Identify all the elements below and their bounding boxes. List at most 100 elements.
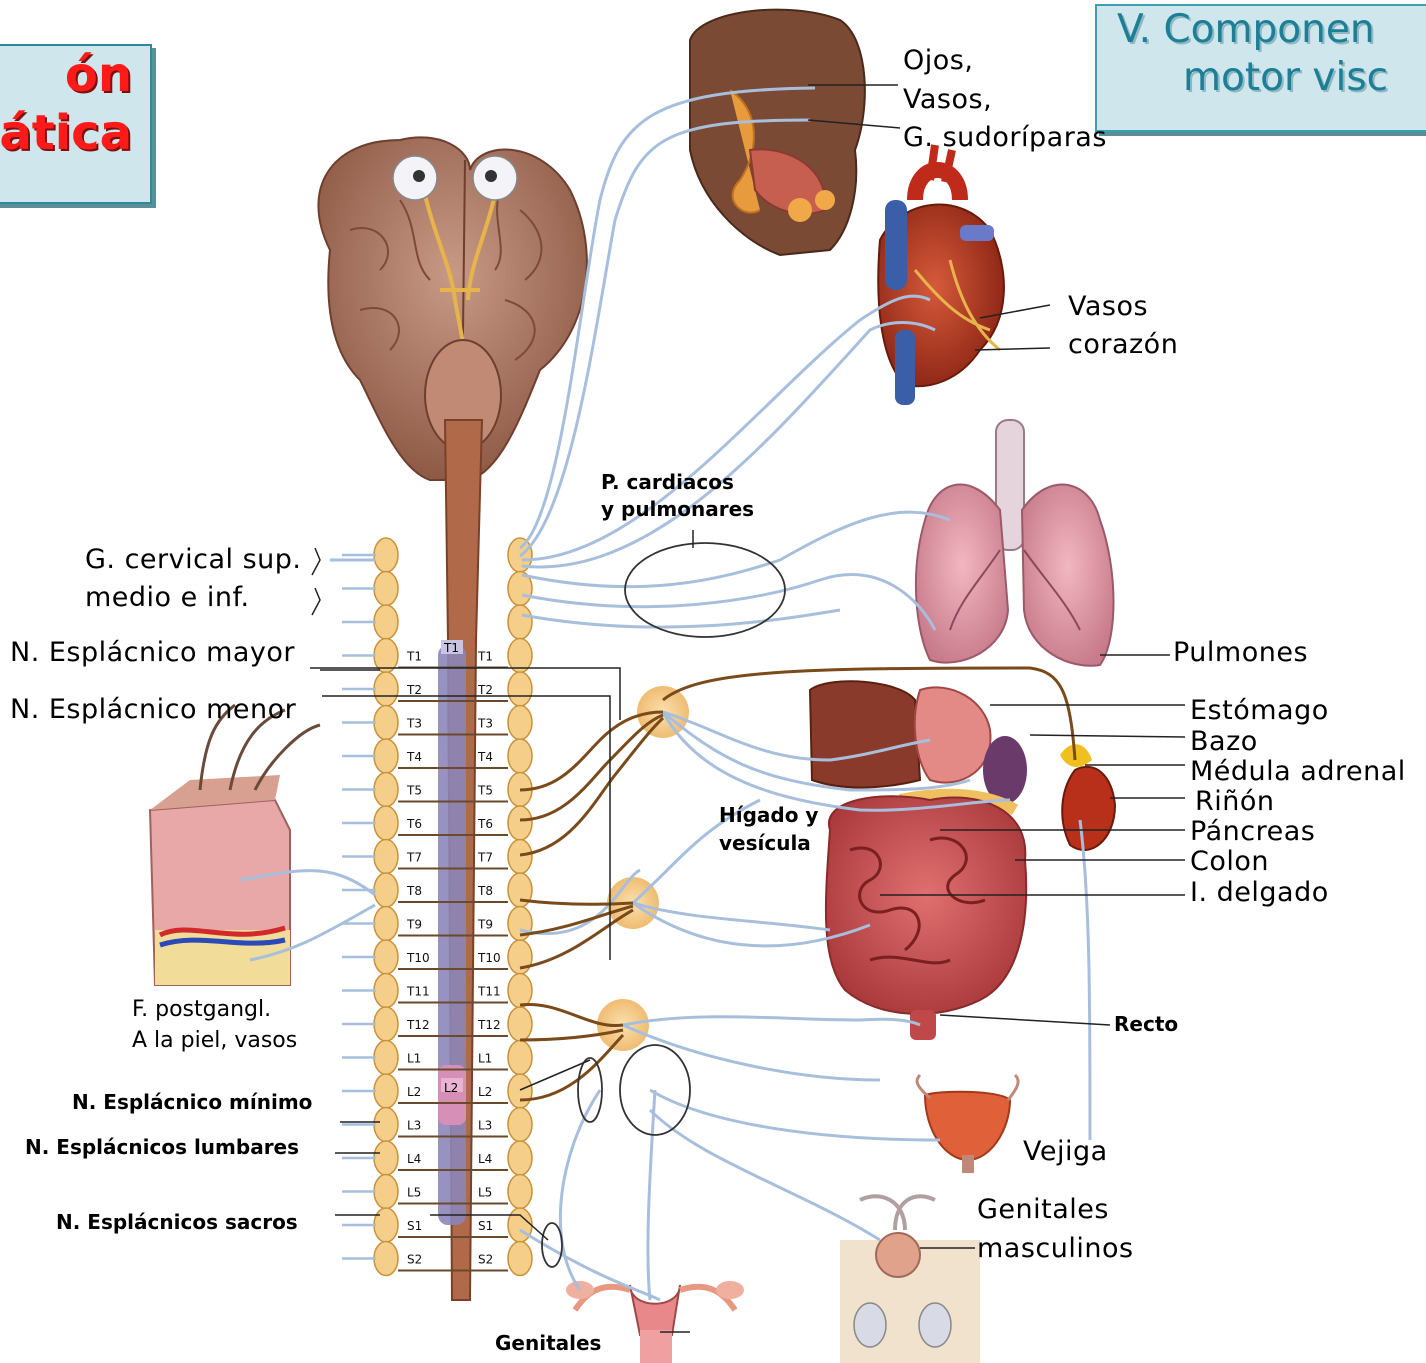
right-segment-label: T3	[477, 717, 493, 731]
left-segment-label: T5	[406, 784, 422, 798]
left-segment-label: L1	[407, 1052, 421, 1066]
label-p-cardiacos-2: y pulmonares	[601, 497, 754, 521]
right-chain-ganglion	[508, 739, 532, 773]
heart-illustration	[878, 145, 1004, 405]
right-chain-ganglion	[508, 1041, 532, 1075]
left-chain-ganglion	[374, 1108, 398, 1142]
left-segment-label: L4	[407, 1152, 421, 1166]
label-vasos-corazon-1: Vasos	[1068, 291, 1148, 322]
left-chain-ganglion	[374, 873, 398, 907]
right-chain-ganglion	[508, 605, 532, 639]
left-segment-label: T11	[406, 985, 430, 999]
left-segment-label: T7	[406, 851, 422, 865]
label-n-esplacnico-minimo: N. Esplácnico mínimo	[72, 1090, 312, 1114]
left-chain-ganglion	[374, 940, 398, 974]
right-chain-ganglion	[508, 940, 532, 974]
label-i-delgado: I. delgado	[1190, 877, 1329, 908]
left-chain-ganglion	[374, 773, 398, 807]
right-segment-label: S2	[478, 1253, 493, 1267]
left-segment-label: T4	[406, 750, 422, 764]
left-segment-label: T3	[406, 717, 422, 731]
right-chain-ganglion	[508, 806, 532, 840]
right-chain-ganglion	[508, 1141, 532, 1175]
label-colon: Colon	[1190, 846, 1269, 877]
left-chain-ganglion	[374, 907, 398, 941]
left-chain-ganglion	[374, 806, 398, 840]
right-segment-label: T12	[477, 1018, 501, 1032]
left-segment-label: L3	[407, 1119, 421, 1133]
left-chain-ganglion	[374, 706, 398, 740]
label-vasos-corazon-2: corazón	[1068, 329, 1178, 360]
spinal-cord	[438, 420, 482, 1300]
right-segment-label: L2	[478, 1085, 492, 1099]
male-genitals-illustration	[840, 1196, 980, 1363]
cord-segment-label: T1	[443, 641, 459, 655]
label-bazo: Bazo	[1190, 726, 1258, 757]
label-pancreas: Páncreas	[1190, 816, 1315, 847]
label-n-esplacnico-mayor: N. Esplácnico mayor	[10, 637, 295, 668]
right-chain-ganglion	[508, 974, 532, 1008]
left-segment-label: T2	[406, 683, 422, 697]
label-f-postgangl-2: A la piel, vasos	[132, 1028, 297, 1053]
label-higado-2: vesícula	[719, 831, 811, 855]
right-chain-ganglion	[508, 1074, 532, 1108]
left-segment-label: T1	[406, 650, 422, 664]
left-segment-label: T6	[406, 817, 422, 831]
left-chain-ganglion	[374, 1041, 398, 1075]
left-chain-ganglion	[374, 974, 398, 1008]
left-segment-label: S2	[407, 1253, 422, 1267]
right-chain-ganglion	[508, 1108, 532, 1142]
left-chain-ganglion	[374, 739, 398, 773]
right-chain-ganglion	[508, 1175, 532, 1209]
label-n-esplacnicos-sacros: N. Esplácnicos sacros	[56, 1210, 298, 1234]
left-chain-ganglion	[374, 672, 398, 706]
left-segment-label: S1	[407, 1219, 422, 1233]
right-chain-ganglion	[508, 706, 532, 740]
left-segment-label: T10	[406, 951, 430, 965]
label-n-esplacnico-menor: N. Esplácnico menor	[10, 694, 296, 725]
right-segment-label: L4	[478, 1152, 492, 1166]
right-chain-ganglion	[508, 840, 532, 874]
left-segment-label: T12	[406, 1018, 430, 1032]
left-chain-ganglion	[374, 1242, 398, 1276]
label-genitales-fem: Genitales	[495, 1331, 601, 1355]
left-chain-ganglion	[374, 538, 398, 572]
right-segment-label: T5	[477, 784, 493, 798]
right-segment-label: L1	[478, 1052, 492, 1066]
left-segment-label: T9	[406, 918, 422, 932]
left-segment-label: T8	[406, 884, 422, 898]
label-medula-adrenal: Médula adrenal	[1190, 756, 1406, 787]
left-segment-label: L2	[407, 1085, 421, 1099]
left-chain-ganglion	[374, 1175, 398, 1209]
label-genitales-masc-1: Genitales	[977, 1194, 1109, 1225]
label-p-cardiacos-1: P. cardiacos	[601, 470, 734, 494]
right-chain-ganglion	[508, 1242, 532, 1276]
left-chain-ganglion	[374, 840, 398, 874]
right-segment-label: T4	[477, 750, 493, 764]
right-segment-label: T2	[477, 683, 493, 697]
label-ojos: Ojos,	[903, 45, 973, 76]
left-segment-label: L5	[407, 1186, 421, 1200]
label-recto: Recto	[1114, 1012, 1178, 1036]
label-n-esplacnicos-lumbares: N. Esplácnicos lumbares	[25, 1135, 299, 1159]
cord-segment-label: L2	[444, 1081, 458, 1095]
right-segment-label: T1	[477, 650, 493, 664]
label-estomago: Estómago	[1190, 695, 1329, 726]
right-segment-label: T10	[477, 951, 501, 965]
lungs-illustration	[916, 420, 1114, 666]
label-g-cervical-1: G. cervical sup.	[85, 544, 302, 575]
right-chain-ganglion	[508, 672, 532, 706]
label-higado-1: Hígado y	[719, 803, 818, 827]
right-segment-label: T11	[477, 985, 501, 999]
label-rinon: Riñón	[1195, 786, 1275, 817]
left-chain-ganglion	[374, 1208, 398, 1242]
right-segment-label: T9	[477, 918, 493, 932]
left-chain-ganglion	[374, 605, 398, 639]
label-vejiga: Vejiga	[1023, 1136, 1108, 1167]
right-segment-label: T6	[477, 817, 493, 831]
right-chain-ganglion	[508, 1007, 532, 1041]
right-segment-label: T8	[477, 884, 493, 898]
skin-illustration	[150, 705, 320, 985]
label-sudoriparas: G. sudoríparas	[903, 122, 1107, 153]
right-segment-label: L3	[478, 1119, 492, 1133]
